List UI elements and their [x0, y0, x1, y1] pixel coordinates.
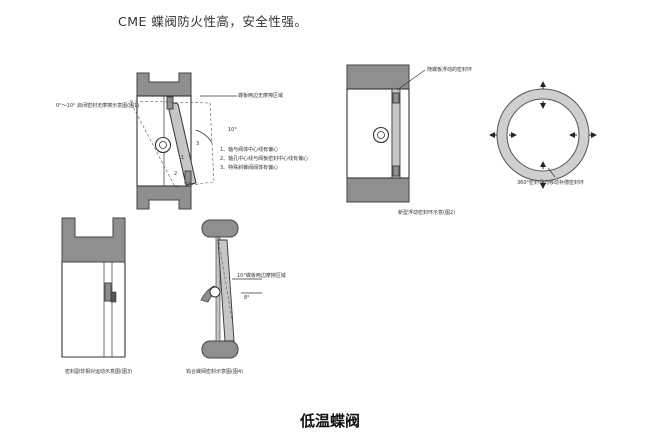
fire-upper-seat [201, 219, 239, 238]
fire-disc [217, 239, 235, 342]
lower-flange [136, 185, 192, 210]
tilted-disc [166, 100, 197, 186]
fire-angle-value: 8° [244, 295, 250, 301]
eccentric-note-1: 1、轴与阀体中心线有偏心 [220, 146, 278, 153]
shaft-hole [154, 136, 172, 154]
floating-seal-label: 随蝶板浮动的密封环 [427, 66, 472, 73]
fire-caption: 钨合蝶阀密封示意图(图4) [186, 368, 243, 375]
fire-zone-label: 10°蝶板两边摩擦区域 [237, 272, 286, 279]
floating-seal-view: 随蝶板浮动的密封环 新型浮动密封环示意(图2) 360°密封径向移动补偿密封环 [346, 64, 597, 216]
eccentric-angle-value: 10° [228, 127, 237, 133]
eccentric-note-2: 2、轴孔中心线与阀板密封中心线有偏心 [220, 155, 308, 162]
seal-disc [391, 88, 401, 179]
friction-zone-label: 蝶板两边无摩擦区域 [238, 92, 283, 99]
floating-seal-caption: 新型浮动密封环示意(图2) [398, 209, 455, 216]
eccentric-note-3: 3、特殊斜锥阀阀体有偏心 [220, 164, 278, 171]
fire-safe-view: 10°蝶板两边摩擦区域 8° 钨合蝶阀密封示意图(图4) [186, 219, 286, 375]
seat-upper-flange [61, 217, 126, 263]
upper-flange [136, 72, 192, 97]
fire-lower-seat [201, 340, 239, 359]
eccentric-view: 0°～10° 启闭密封无摩擦示意图(图1) 蝶板两边无摩擦区域 10° 1 2 … [56, 72, 308, 210]
seat-view: 密封副非相对运动示意图(图3) [61, 217, 132, 375]
ring-compensation-label: 360°密封径向移动补偿密封环 [517, 179, 584, 186]
upper-body-block [346, 64, 410, 90]
lower-body-block [346, 177, 410, 203]
angle-note-label: 0°～10° 启闭密封无摩擦示意图(图1) [56, 102, 139, 109]
offset-number-3: 3 [196, 141, 199, 147]
headline-text: CME 蝶阀防火性高，安全性强。 [118, 14, 308, 29]
offset-number-2: 2 [174, 171, 177, 177]
page-title: 低温蝶阀 [299, 412, 360, 430]
friction-free-zone [129, 100, 215, 188]
offset-number-1: 1 [181, 155, 184, 161]
seat-caption: 密封副非相对运动示意图(图3) [65, 368, 132, 375]
